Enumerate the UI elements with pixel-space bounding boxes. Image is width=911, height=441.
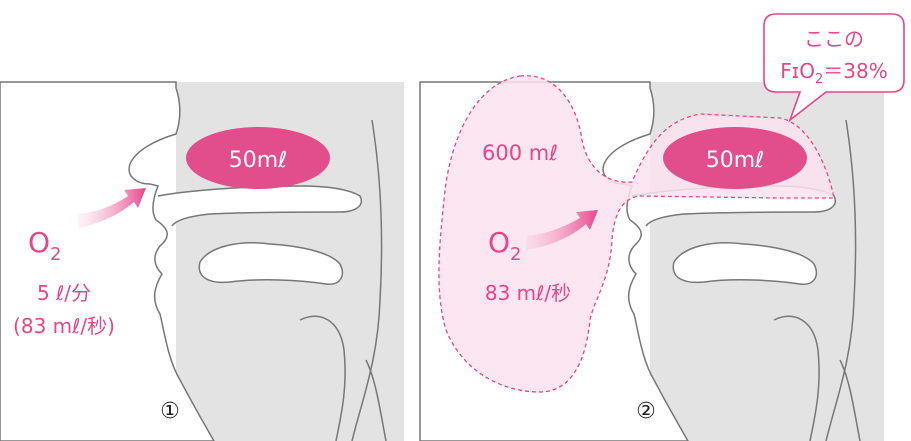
panel-2-reservoir-label: 600 mℓ <box>482 141 558 165</box>
panel-1-number: ① <box>160 399 180 424</box>
callout-line1: ここの <box>804 27 864 51</box>
panel-2-cavity-label: 50mℓ <box>706 148 765 173</box>
panel-1-flow-line1: 5 ℓ/分 <box>37 281 91 305</box>
panel-1: 50mℓ O2 5 ℓ/分 (83 mℓ/秒) ① <box>0 82 404 441</box>
panel-1-flow-line2: (83 mℓ/秒) <box>13 314 115 338</box>
panel-2-flow-label: 83 mℓ/秒 <box>485 281 571 305</box>
panel-1-cavity-label: 50mℓ <box>229 148 288 173</box>
callout-fio2: FɪO2＝38% <box>780 59 887 87</box>
panel-2-number: ② <box>636 399 656 424</box>
panel-2: 50mℓ 600 mℓ O2 83 mℓ/秒 ここの FɪO2＝38% ② <box>420 14 904 441</box>
